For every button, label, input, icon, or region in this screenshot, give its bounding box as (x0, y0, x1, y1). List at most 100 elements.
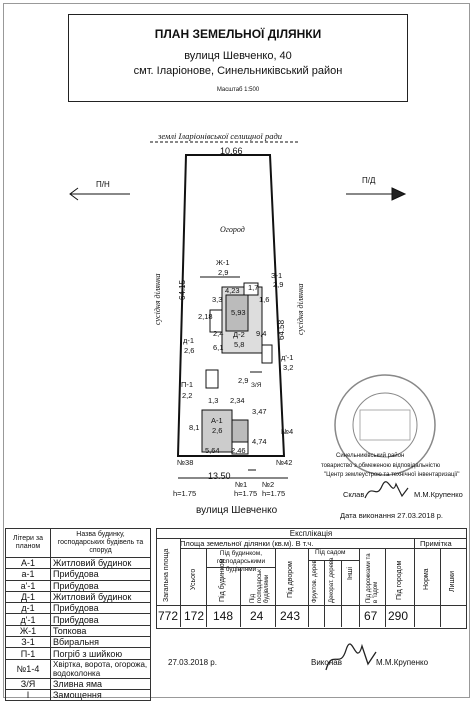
col-total: Загальна площа (163, 548, 170, 602)
label-a1-val: 2,6 (212, 426, 223, 435)
legend-code: Д-1 (5, 590, 51, 604)
col-divider (385, 548, 386, 627)
value-total: 772 (158, 609, 179, 623)
legend-name: Житловий будинок (50, 556, 151, 570)
col-divider (180, 538, 181, 627)
stamp-date: Дата виконання 27.03.2018 р. (340, 511, 444, 520)
explication-area-header: Площа земельної ділянки (кв.м). В т.ч. (180, 539, 314, 548)
label-n42: №42 (276, 458, 293, 467)
label-d1-val: 2,6 (184, 346, 195, 355)
address-settlement: смт. Іларіонове, Синельниківський район (133, 65, 343, 77)
value-all: 172 (184, 609, 205, 623)
legend-code: д'-1 (5, 613, 51, 626)
dim-2-9: 2,9 (238, 376, 249, 385)
dim-3-3: 3,3 (212, 295, 223, 304)
dim-1-7: 1,7 (248, 283, 259, 292)
col-divider (414, 538, 415, 627)
legend-code: З-1 (5, 636, 51, 649)
street-label: вулиця Шевченко (196, 505, 278, 516)
company-seal (334, 374, 436, 476)
garden-label: Огород (220, 225, 245, 234)
scale-label: Масштаб 1:500 (216, 87, 260, 93)
label-z1-val: 2,9 (273, 280, 284, 289)
explication-under-garden: Під садом (315, 549, 346, 556)
legend-code: №1-4 (5, 658, 51, 679)
col-decor: Декорат. дерева (329, 557, 335, 603)
value-roads: 67 (364, 609, 378, 623)
north-neighbor-label: землі Іларіонівської селищної ради (158, 131, 283, 141)
left-neighbor-label: сусідня ділянка (153, 273, 162, 325)
col-under-aux: Під господарськ будівлями (250, 569, 270, 603)
label-d1: д-1 (183, 336, 195, 345)
label-h2: h=1.75 (234, 489, 258, 498)
legend-code: д-1 (5, 602, 51, 615)
col-fruit: Фруктов. дерев (312, 560, 318, 603)
label-n1: №1 (235, 480, 248, 489)
col-divider (341, 560, 342, 627)
right-neighbor-label: сусідня ділянка (296, 283, 305, 335)
label-n4: №4 (281, 427, 294, 436)
arrow-right-label: П/Д (362, 176, 376, 185)
legend-code: а'-1 (5, 579, 51, 592)
legend-table: Літери за планом Назва будинку, господар… (5, 528, 151, 701)
col-divider (308, 548, 309, 627)
col-norm: Норма (423, 568, 430, 590)
legend-name: Прибудова (50, 568, 151, 581)
label-n38: №38 (177, 458, 194, 467)
label-p1-val: 2,2 (182, 391, 193, 400)
dim-6-1: 6,1 (213, 343, 224, 352)
explication-title: Експлікація (289, 529, 333, 538)
legend-code: З/Я (5, 677, 51, 690)
explication-subheader-line (180, 548, 414, 549)
legend-header-name: Назва будинку, господарських будівель та… (50, 528, 151, 558)
explication-table (156, 528, 467, 629)
dim-2-4: 2,4 (213, 329, 224, 338)
explication-garden-line (308, 560, 359, 561)
col-all: Усього (190, 568, 197, 590)
arrow-left-label: П/Н (96, 180, 110, 189)
signature-top (364, 481, 409, 499)
label-a1: А-1 (211, 416, 223, 425)
col-yard: Під двором (287, 561, 294, 598)
label-dp1: д'-1 (281, 353, 294, 362)
legend-code: Ж-1 (5, 624, 51, 638)
dim-4-23: 4,23 (225, 286, 240, 295)
col-divider (206, 548, 207, 627)
left-length: 64.15 (178, 279, 187, 300)
dim-4-74: 4,74 (252, 437, 267, 446)
dim-9-4: 9,4 (256, 329, 267, 338)
label-h3: h=1.75 (262, 489, 286, 498)
label-p1: П-1 (181, 380, 194, 389)
values-row-line (156, 605, 466, 606)
dim-1-6: 1,6 (259, 295, 270, 304)
label-d2-val: 5,8 (234, 340, 245, 349)
value-vegetable: 290 (388, 609, 409, 623)
col-divider (240, 567, 241, 627)
legend-name: Житловий будинок (50, 590, 151, 604)
col-divider (275, 548, 276, 627)
label-d2: Д-2 (233, 330, 245, 339)
legend-name: Погріб з шийкою (50, 647, 151, 660)
top-width: 10.66 (220, 146, 243, 156)
col-divider (359, 548, 360, 627)
stamp-org-line1: Синельниківський район (336, 453, 405, 459)
explication-note-header: Примітка (420, 539, 452, 548)
legend-code: П-1 (5, 647, 51, 660)
signature-bottom (325, 643, 377, 671)
value-under-house: 148 (213, 609, 234, 623)
dim-2-46: 2,46 (231, 446, 246, 455)
label-zh1: Ж-1 (216, 258, 230, 267)
dim-1-3: 1,3 (208, 396, 219, 405)
address-street: вулиця Шевченко, 40 (184, 50, 292, 62)
legend-code: а-1 (5, 568, 51, 581)
dim-2-18: 2,18 (198, 312, 213, 321)
